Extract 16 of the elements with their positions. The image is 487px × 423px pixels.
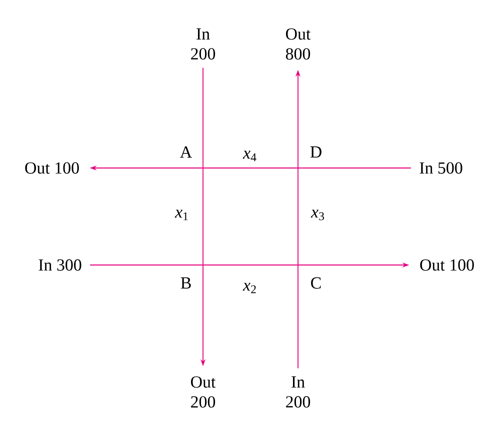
flow-label: Out 100 [25, 162, 79, 174]
intersection-label: D [310, 146, 322, 158]
intersection-label: A [180, 146, 192, 158]
flow-label: In 200 [286, 376, 310, 408]
flow-label: In 200 [191, 28, 216, 60]
flow-label: Out 200 [191, 376, 216, 408]
intersection-label: B [180, 277, 191, 289]
flow-label: In 500 [420, 162, 462, 174]
intersection-label: x$_{3}$ [310, 210, 324, 220]
intersection-label: x$_{1}$ [174, 210, 188, 220]
flow-label: Out 800 [286, 28, 311, 60]
flow-label: In 300 [38, 259, 82, 271]
intersection-label: C [311, 277, 321, 289]
flow-label: Out 100 [420, 259, 474, 271]
intersection-label: x$_{2}$ [242, 282, 256, 294]
intersection-label: x$_{4}$ [242, 150, 256, 162]
